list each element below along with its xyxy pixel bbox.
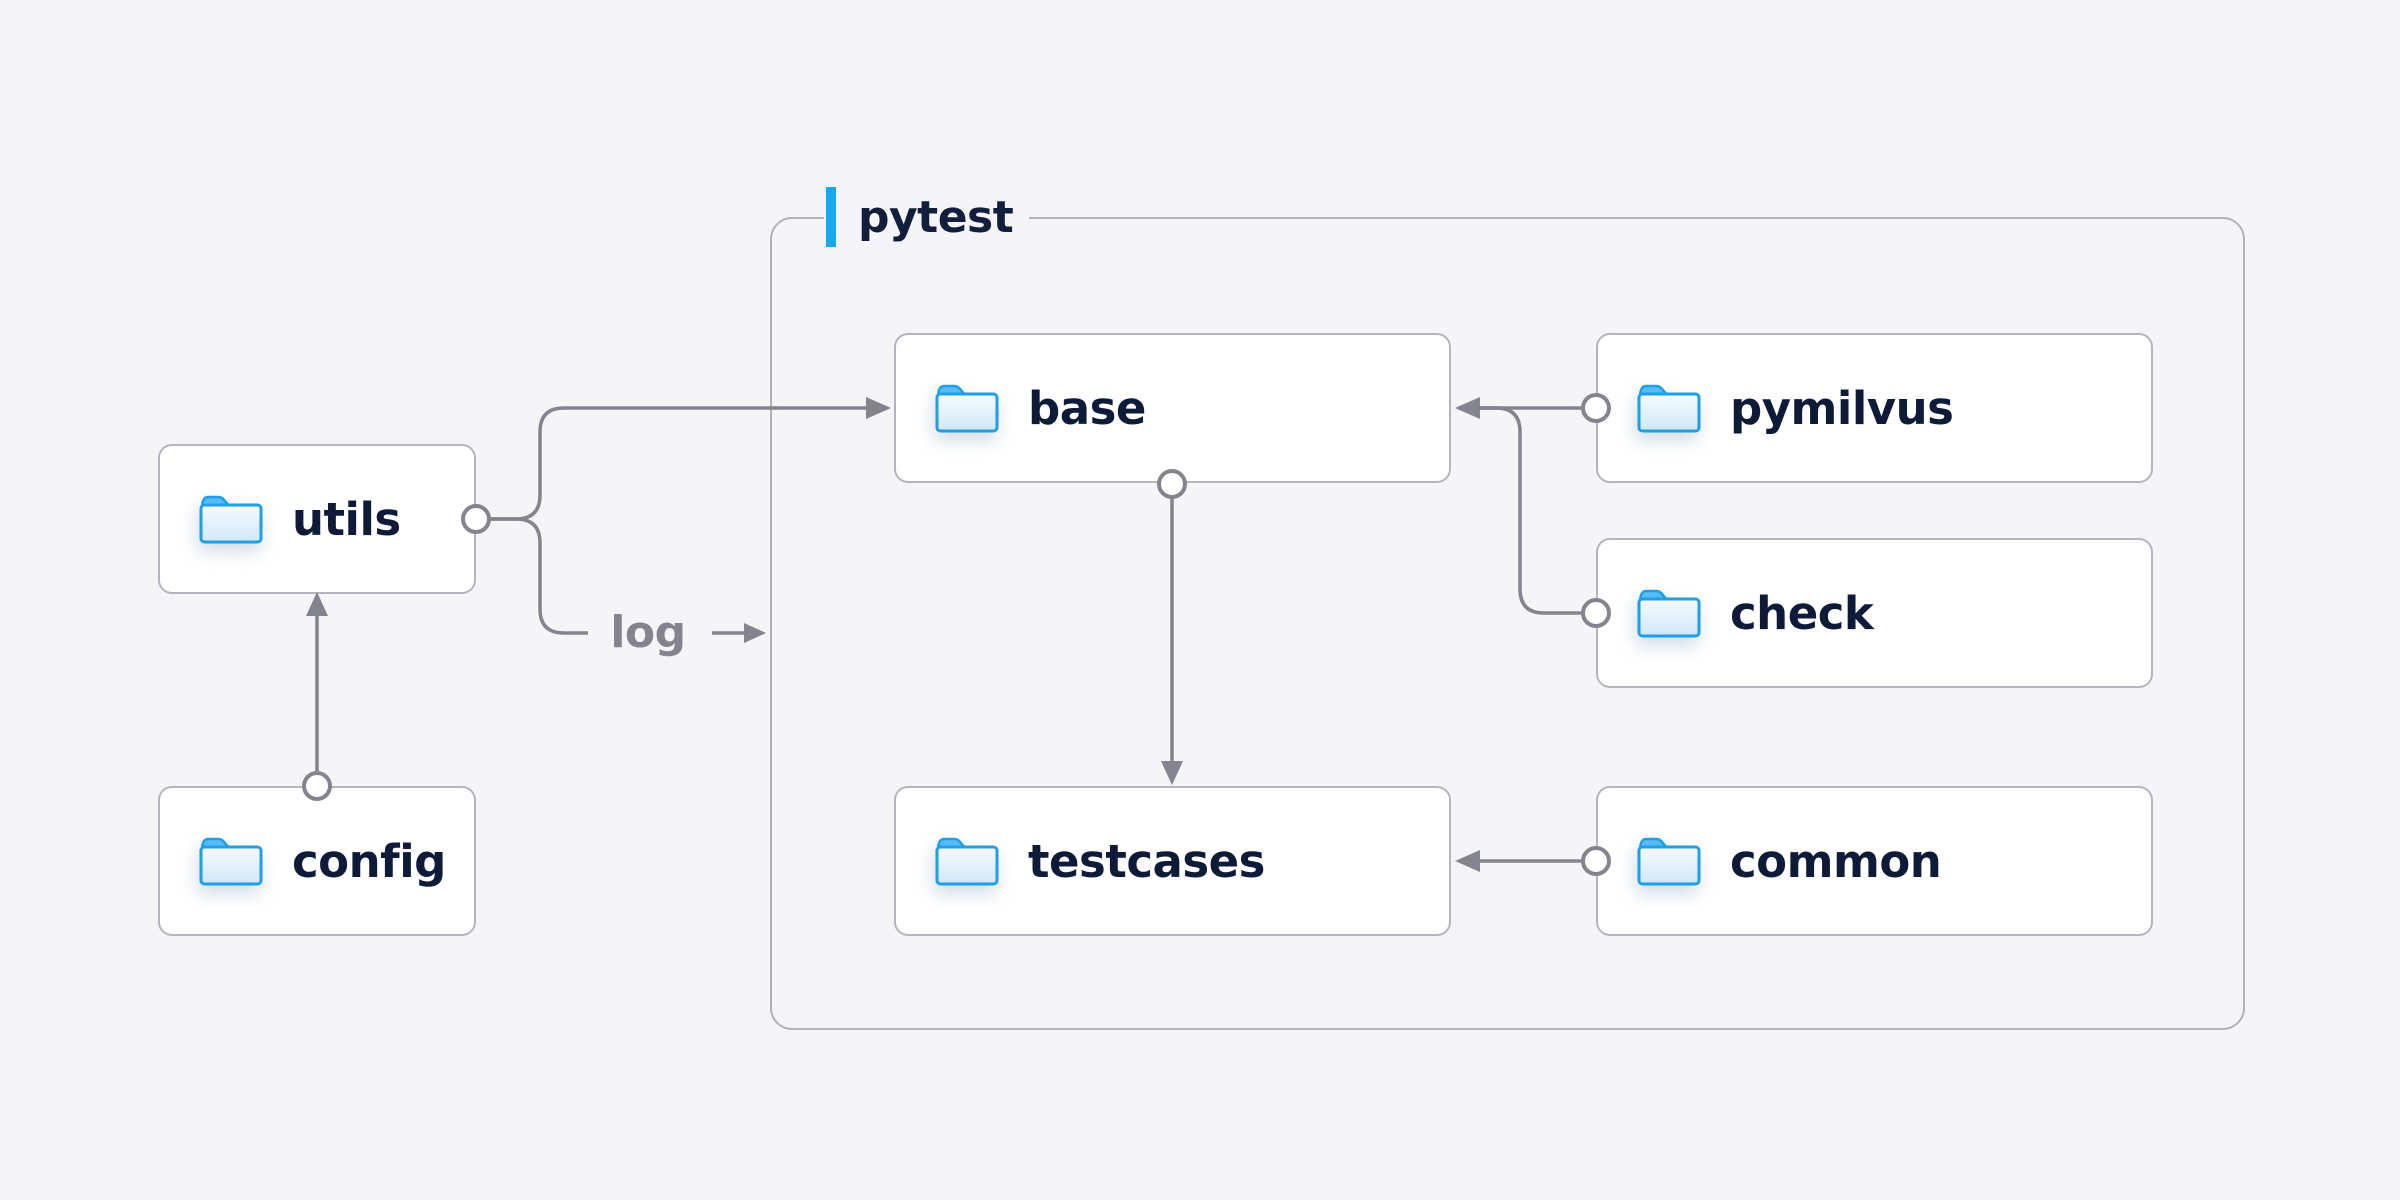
edge-utils-log [490,517,588,635]
node-label: config [292,834,446,888]
accent-bar-icon [826,187,836,247]
node-label: utils [292,492,401,546]
arrowhead-config-utils [306,592,328,616]
log-arrowhead [744,623,766,643]
node-utils[interactable]: utils [158,444,476,594]
node-pymilvus[interactable]: pymilvus [1596,333,2153,483]
folder-icon [199,495,263,544]
node-label: testcases [1028,834,1265,888]
pytest-group-label: pytest [824,186,1030,248]
node-label: pymilvus [1730,381,1954,435]
node-base[interactable]: base [894,333,1451,483]
edge-label-log: log [610,607,686,658]
node-config[interactable]: config [158,786,476,936]
node-check[interactable]: check [1596,538,2153,688]
folder-icon [1637,837,1701,886]
folder-icon [935,384,999,433]
pytest-group-title: pytest [858,191,1014,243]
node-testcases[interactable]: testcases [894,786,1451,936]
node-label: base [1028,381,1146,435]
node-label: check [1730,586,1874,640]
node-label: common [1730,834,1942,888]
folder-icon [935,837,999,886]
folder-icon [1637,589,1701,638]
pytest-group-container [770,217,2245,1030]
node-common[interactable]: common [1596,786,2153,936]
folder-icon [199,837,263,886]
folder-icon [1637,384,1701,433]
